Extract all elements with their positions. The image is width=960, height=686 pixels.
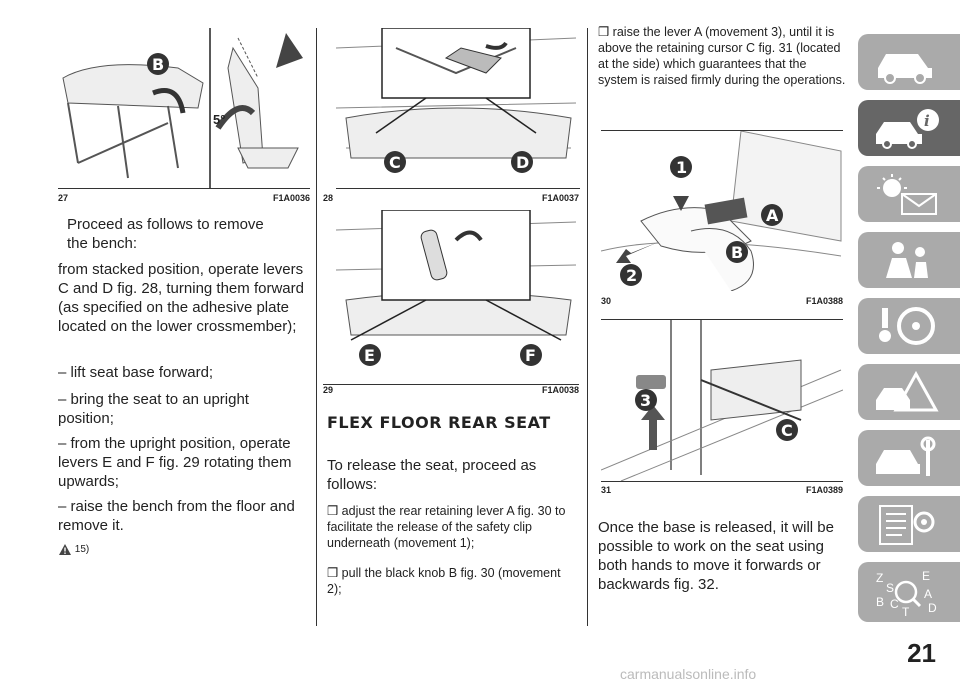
figure-30-label-2: 2 <box>626 266 637 285</box>
step-paragraph: – lift seat base forward; <box>58 364 214 381</box>
figure-number: 30 <box>601 296 612 306</box>
figure-29: E F <box>335 209 580 375</box>
figure-number: 27 <box>58 193 69 203</box>
car-info-icon: i <box>876 109 939 149</box>
warning-reference-number: 15) <box>74 544 90 556</box>
sidebar-tab-driving[interactable] <box>858 298 960 354</box>
figure-27-angle-label: 5° <box>213 112 225 127</box>
instruction-bullet: ❒ pull the black knob B fig. 30 (movemen… <box>327 566 561 596</box>
figure-code: F1A0038 <box>541 385 579 395</box>
technical-data-icon <box>879 505 935 545</box>
warning-lights-icon <box>877 174 937 215</box>
figure-number: 28 <box>323 193 334 203</box>
figure-29-illustration: E F <box>335 209 577 366</box>
figure-29-label-f: F <box>525 346 536 365</box>
sidebar-tab-safety[interactable] <box>858 232 960 288</box>
sidebar-tab-technical-data[interactable] <box>858 496 960 552</box>
figure-30: 1 A B 2 <box>600 130 843 292</box>
warning-reference: 15) <box>58 543 89 557</box>
instruction-bullet: ❒ raise the lever A (movement 3), until … <box>598 25 846 87</box>
index-letter: E <box>922 569 930 583</box>
figure-28-label-d: D <box>516 153 529 172</box>
figure-31-caption: 31 F1A0389 <box>601 485 843 497</box>
svg-text:i: i <box>924 112 930 130</box>
column-divider <box>587 28 588 626</box>
intro-paragraph: Proceed as follows to remove the bench: <box>67 216 264 252</box>
index-letter: A <box>924 587 932 601</box>
figure-29-caption: 29 F1A0038 <box>323 384 579 399</box>
figure-29-label-e: E <box>364 346 375 365</box>
sidebar-tab-warning-lights[interactable] <box>858 166 960 222</box>
safety-icon <box>886 242 928 278</box>
page-number: 21 <box>907 638 936 668</box>
figure-code: F1A0388 <box>805 296 843 306</box>
footer-watermark: carmanualsonline.info <box>620 666 757 682</box>
sidebar-tab-maintenance[interactable] <box>858 430 960 486</box>
step-paragraph: – raise the bench from the floor and rem… <box>58 498 295 534</box>
figure-27: B 5° <box>58 28 310 189</box>
car-icon <box>878 54 932 84</box>
figure-31-label-3: 3 <box>640 391 651 410</box>
step-paragraph: from stacked position, operate levers C … <box>58 261 304 335</box>
section-intro: To release the seat, proceed as follows: <box>327 457 537 493</box>
figure-27-caption: 27 F1A0036 <box>58 193 310 205</box>
figure-30-label-a: A <box>766 206 779 225</box>
driving-icon <box>879 307 935 345</box>
figure-number: 31 <box>601 485 612 495</box>
index-letter: D <box>928 601 937 615</box>
figure-30-caption: 30 F1A0388 <box>601 296 843 308</box>
sidebar-tab-car[interactable] <box>858 34 960 90</box>
figure-27-label-b: B <box>152 55 164 74</box>
index-icon: Z E S A B C D T <box>876 569 937 618</box>
maintenance-icon <box>876 436 936 476</box>
figure-28-label-c: C <box>389 153 401 172</box>
figure-30-label-1: 1 <box>676 158 687 177</box>
figure-number: 29 <box>323 385 334 395</box>
figure-30-illustration: 1 A B 2 <box>600 130 842 292</box>
closing-paragraph: Once the base is released, it will be po… <box>598 519 834 593</box>
step-paragraph: – bring the seat to an upright position; <box>58 391 249 427</box>
warning-triangle-icon <box>59 544 71 555</box>
figure-28: C D <box>335 27 580 189</box>
figure-code: F1A0389 <box>805 485 843 495</box>
sidebar-tab-car-info[interactable]: i <box>858 100 960 156</box>
instruction-bullet: ❒ adjust the rear retaining lever A fig.… <box>327 504 566 550</box>
figure-31: 3 C <box>600 319 844 482</box>
figure-code: F1A0037 <box>541 193 579 203</box>
figure-28-caption: 28 F1A0037 <box>323 193 579 205</box>
figure-28-illustration: C D <box>335 27 577 173</box>
emergency-icon <box>876 370 939 412</box>
section-heading: FLEX FLOOR REAR SEAT <box>327 413 551 432</box>
figure-31-label-c: C <box>781 421 793 440</box>
sidebar-tab-index[interactable]: Z E S A B C D T <box>858 562 960 622</box>
index-letter: T <box>902 605 910 618</box>
figure-31-illustration: 3 C <box>600 320 844 482</box>
index-letter: S <box>886 581 894 595</box>
figure-27-illustration: B 5° <box>58 28 310 188</box>
sidebar-tab-emergency[interactable] <box>858 364 960 420</box>
figure-30-label-b: B <box>731 243 743 262</box>
step-paragraph: – from the upright position, operate lev… <box>58 435 292 490</box>
index-letter: Z <box>876 571 883 585</box>
index-letter: B <box>876 595 884 609</box>
index-letter: C <box>890 597 899 611</box>
figure-code: F1A0036 <box>272 193 310 203</box>
column-divider <box>316 28 317 626</box>
